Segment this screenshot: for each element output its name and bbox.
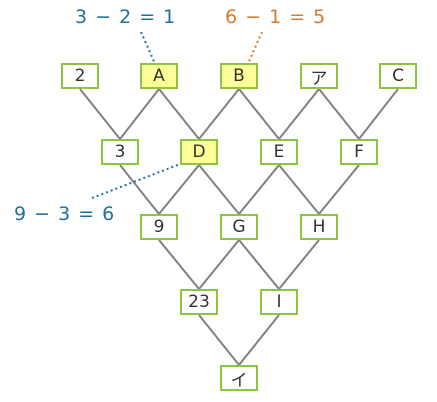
cell-r3-c2: G bbox=[220, 214, 258, 240]
cell-r1-c1: 2 bbox=[61, 63, 99, 89]
leader-top-right bbox=[246, 31, 263, 67]
equation-side-left: 9 − 3 = 6 bbox=[14, 203, 116, 225]
edge-r4-c2-to-r5-c1 bbox=[238, 314, 280, 366]
cell-r4-c1: 23 bbox=[180, 289, 218, 315]
edge-r1-c1-to-r2-c1 bbox=[79, 88, 121, 140]
edge-r1-c4-to-r2-c4 bbox=[318, 88, 360, 140]
edge-r1-c5-to-r2-c4 bbox=[358, 88, 399, 140]
cell-r4-c2: I bbox=[260, 289, 298, 315]
edge-r3-c3-to-r4-c2 bbox=[278, 239, 320, 290]
edge-r2-c4-to-r3-c3 bbox=[318, 164, 360, 215]
leader-top-left bbox=[140, 31, 157, 67]
edge-r1-c3-to-r2-c3 bbox=[238, 88, 280, 140]
equation-top-left: 3 − 2 = 1 bbox=[75, 6, 177, 28]
edge-r3-c2-to-r4-c1 bbox=[198, 239, 240, 290]
edge-r3-c2-to-r4-c2 bbox=[238, 239, 280, 290]
edge-r1-c3-to-r2-c2 bbox=[198, 88, 240, 140]
cell-r5-c1: イ bbox=[220, 365, 258, 391]
edge-r3-c1-to-r4-c1 bbox=[158, 239, 200, 290]
cell-r2-c1: 3 bbox=[101, 139, 139, 165]
cell-r3-c3: H bbox=[300, 214, 338, 240]
equation-top-right: 6 − 1 = 5 bbox=[225, 6, 327, 28]
cell-r3-c1: 9 bbox=[140, 214, 178, 240]
cell-r2-c2: D bbox=[180, 139, 218, 165]
cell-r1-c4: ア bbox=[300, 63, 338, 89]
edge-r1-c4-to-r2-c3 bbox=[278, 88, 320, 140]
edge-r1-c2-to-r2-c1 bbox=[119, 88, 160, 140]
cell-r1-c3: B bbox=[220, 63, 258, 89]
leader-side-left bbox=[91, 160, 189, 199]
cell-r1-c5: C bbox=[379, 63, 417, 89]
edge-r2-c1-to-r3-c1 bbox=[119, 164, 160, 215]
edge-r2-c3-to-r3-c3 bbox=[278, 164, 320, 215]
cell-r2-c3: E bbox=[260, 139, 298, 165]
edge-r1-c2-to-r2-c2 bbox=[158, 88, 200, 140]
edge-r4-c1-to-r5-c1 bbox=[198, 314, 240, 366]
edge-r2-c2-to-r3-c2 bbox=[198, 164, 240, 215]
edge-r2-c2-to-r3-c1 bbox=[158, 164, 200, 215]
edge-r2-c3-to-r3-c2 bbox=[238, 164, 280, 215]
cell-r2-c4: F bbox=[340, 139, 378, 165]
cell-r1-c2: A bbox=[140, 63, 178, 89]
